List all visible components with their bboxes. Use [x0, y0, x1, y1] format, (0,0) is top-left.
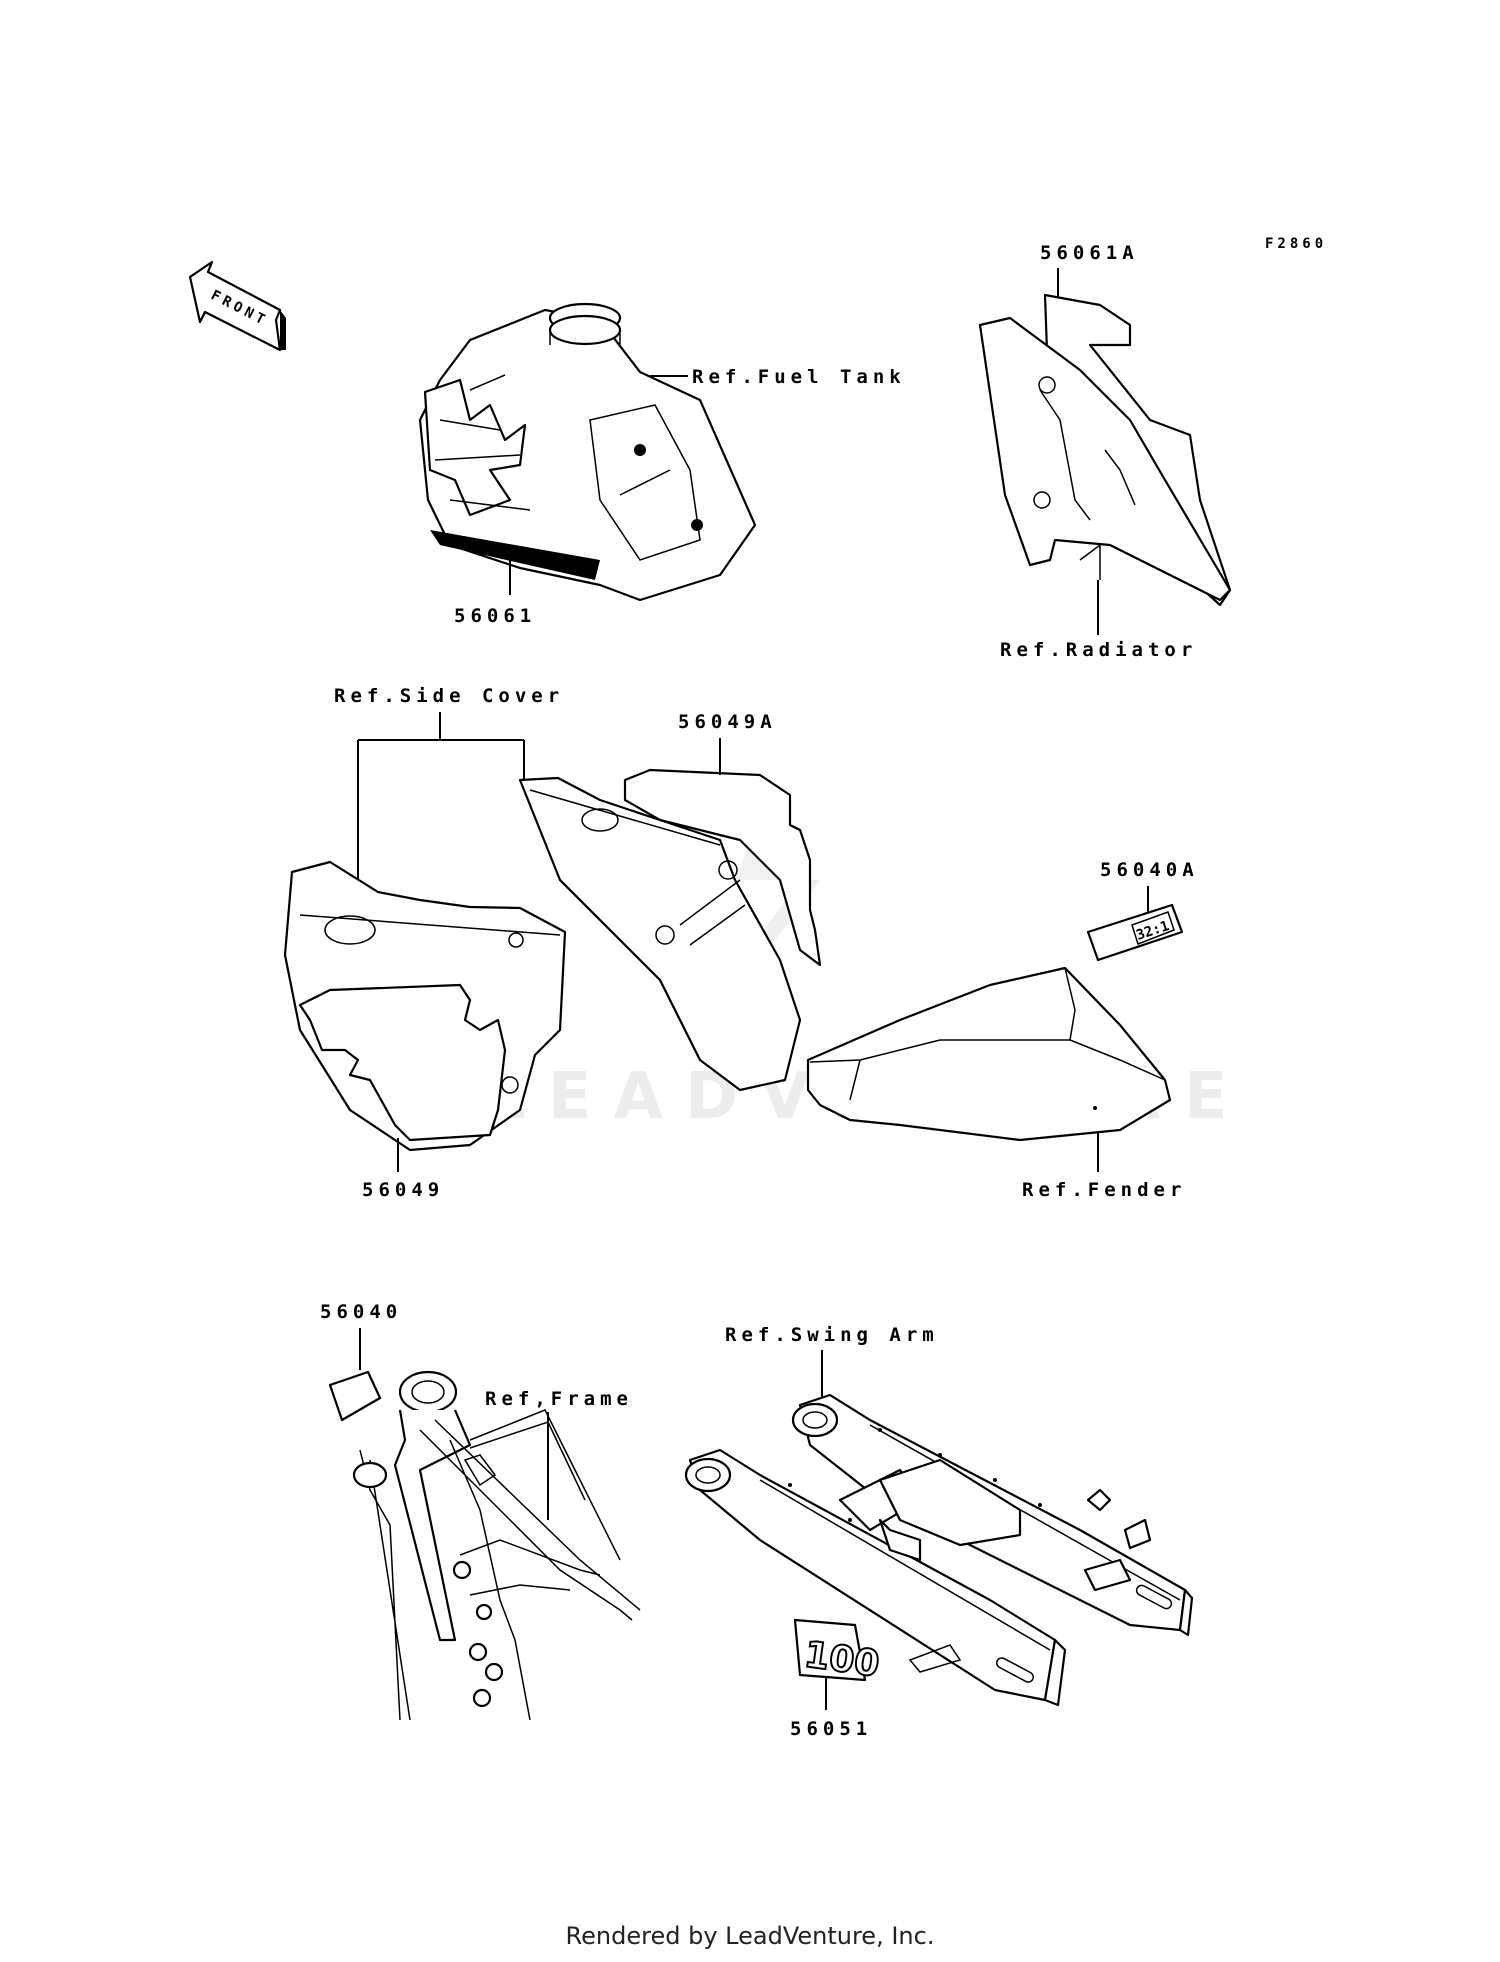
frame-ref-label: Ref,Frame	[485, 1388, 633, 1410]
part-56061[interactable]: 56061	[454, 605, 536, 627]
part-56061a[interactable]: 56061A	[1040, 242, 1139, 264]
fender-ref-label: Ref.Fender	[1022, 1179, 1186, 1201]
right-side-cover-drawing	[518, 768, 822, 1092]
radiator-ref-label: Ref.Radiator	[1000, 639, 1197, 661]
left-side-cover-drawing	[283, 860, 567, 1152]
decal-32-1: 32:1	[1086, 903, 1184, 962]
side-cover-ref-label: Ref.Side Cover	[334, 685, 564, 707]
leader-side-cover	[357, 712, 525, 895]
swing-arm-ref-label: Ref.Swing Arm	[725, 1324, 939, 1346]
part-56040[interactable]: 56040	[320, 1301, 402, 1323]
fuel-tank-ref-label: Ref.Fuel Tank	[692, 366, 906, 388]
part-56049a[interactable]: 56049A	[678, 711, 777, 733]
rear-fender-drawing	[806, 966, 1172, 1142]
decal-100: 100	[793, 1618, 883, 1686]
fuel-tank-drawing	[418, 302, 757, 602]
diagram-id: F2860	[1265, 236, 1327, 252]
radiator-shroud-drawing	[978, 293, 1232, 607]
rendered-by-footer: Rendered by LeadVenture, Inc.	[565, 1922, 935, 1950]
decal-100-text: 100	[802, 1634, 882, 1685]
part-56051[interactable]: 56051	[790, 1718, 872, 1740]
part-56040a[interactable]: 56040A	[1100, 859, 1199, 881]
part-56049[interactable]: 56049	[362, 1179, 444, 1201]
front-arrow-icon: FRONT	[188, 260, 286, 352]
frame-drawing	[328, 1370, 641, 1721]
swing-arm-drawing	[684, 1393, 1194, 1707]
